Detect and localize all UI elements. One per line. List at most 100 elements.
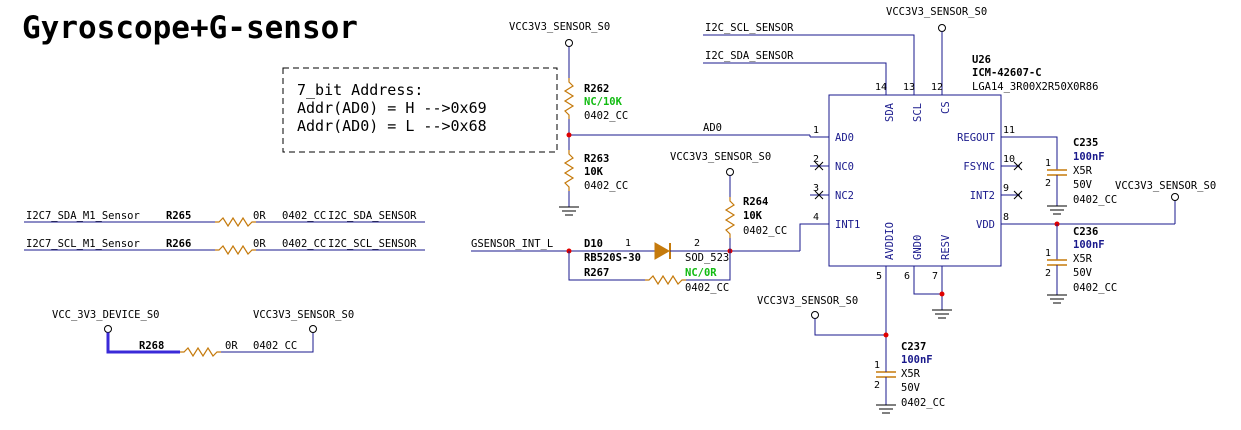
pin-label-nc0: NC0	[835, 161, 854, 173]
pin-label-cs: CS	[940, 101, 952, 114]
resistor-r263-ref: R263	[584, 153, 609, 165]
net-i2c-sda-sensor-left: I2C_SDA_SENSOR	[256, 210, 425, 223]
capacitor-c236-ref: C236	[1073, 226, 1098, 238]
pin-num-resv: 7	[932, 271, 938, 282]
pin-num-vdd: 8	[1003, 212, 1009, 223]
resistor-r264-ref: R264	[743, 196, 768, 208]
resistor-r262-symbol	[563, 78, 575, 119]
capacitor-c235-pin1: 1	[1045, 158, 1051, 169]
power-port-r264: VCC3V3_SENSOR_S0	[670, 151, 771, 197]
net-label-ad0: AD0	[703, 122, 722, 134]
pin-label-avddio: AVDDIO	[884, 222, 896, 260]
ground-symbol-c236	[1047, 294, 1067, 304]
diode-d10-pin1: 1	[625, 238, 631, 249]
junction-avddio	[883, 332, 889, 338]
power-port-icon	[938, 24, 946, 32]
capacitor-c235-pin2: 2	[1045, 178, 1051, 189]
net-i2c-scl-sensor-left: I2C_SCL_SENSOR	[256, 238, 425, 251]
pin-label-nc2: NC2	[835, 190, 854, 202]
power-port-icon	[309, 325, 317, 333]
resistor-r265: R265 0R 0402_CC	[166, 210, 326, 228]
power-label-r264: VCC3V3_SENSOR_S0	[670, 151, 771, 163]
pin-label-gnd0: GND0	[912, 235, 924, 260]
diode-d10-symbol	[654, 242, 671, 260]
diode-d10-part: RB520S-30	[584, 252, 641, 264]
net-label-i2c-scl-sensor-left: I2C_SCL_SENSOR	[328, 238, 417, 250]
capacitor-c237-value: 100nF	[901, 354, 933, 366]
capacitor-c237-pin2: 2	[874, 380, 880, 391]
pin-num-nc2: 3	[813, 183, 819, 194]
resistor-r264-value: 10K	[743, 210, 763, 222]
net-i2c-sda-sensor: I2C_SDA_SENSOR	[703, 50, 887, 78]
no-connect-mark-nc2	[814, 190, 824, 200]
power-port-icon	[811, 311, 819, 319]
address-note-line-3: Addr(AD0) = L -->0x68	[297, 117, 487, 135]
power-label-vdd: VCC3V3_SENSOR_S0	[1115, 180, 1216, 192]
resistor-r266-ref: R266	[166, 238, 191, 250]
capacitor-c236-package: 0402_CC	[1073, 282, 1117, 294]
power-label-vcc-device: VCC_3V3_DEVICE_S0	[52, 309, 159, 321]
resistor-r263-value: 10K	[584, 166, 604, 178]
resistor-r263-package: 0402_CC	[584, 180, 628, 192]
resistor-r266-package: 0402_CC	[282, 238, 326, 250]
capacitor-c237: 1 2 C237 100nF X5R 50V 0402_CC	[874, 341, 945, 409]
pin-num-scl: 13	[903, 82, 915, 93]
no-connect-mark-nc0	[814, 161, 824, 171]
address-note: 7_bit Address: Addr(AD0) = H -->0x69 Add…	[282, 67, 558, 153]
capacitor-c237-ref: C237	[901, 341, 926, 353]
capacitor-c235-package: 0402_CC	[1073, 194, 1117, 206]
ic-u26-body	[828, 94, 1002, 267]
address-note-line-1: 7_bit Address:	[297, 81, 423, 99]
capacitor-c237-voltage: 50V	[901, 382, 921, 394]
capacitor-c236-pin1: 1	[1045, 248, 1051, 259]
pin-label-regout: REGOUT	[957, 132, 996, 144]
resistor-r267-symbol	[645, 274, 686, 286]
resistor-r262-ref: R262	[584, 83, 609, 95]
pin-num-gnd0: 6	[904, 271, 910, 282]
power-port-avddio: VCC3V3_SENSOR_S0	[757, 285, 887, 360]
net-vdd: VCC3V3_SENSOR_S0	[1020, 180, 1216, 227]
net-i2c-scl-sensor: I2C_SCL_SENSOR	[703, 22, 915, 78]
resistor-r267-ref: R267	[584, 267, 609, 279]
capacitor-c236-dielectric: X5R	[1073, 253, 1093, 265]
resistor-r265-symbol	[215, 216, 256, 228]
address-note-line-2: Addr(AD0) = H -->0x69	[297, 99, 487, 117]
pin-num-sda: 14	[875, 82, 887, 93]
resistor-r263: R263 10K 0402_CC	[563, 150, 628, 192]
power-port-icon	[1171, 193, 1179, 201]
resistor-r268-ref: R268	[139, 340, 164, 352]
resistor-r266-symbol	[215, 244, 256, 256]
net-label-i2c-sda-sensor-left: I2C_SDA_SENSOR	[328, 210, 417, 222]
net-i2c7-sda: I2C7_SDA_M1_Sensor	[24, 210, 215, 223]
wire-vcc-device-highlighted	[106, 332, 180, 354]
pin-label-fsync: FSYNC	[963, 161, 995, 173]
resistor-r266-value: 0R	[253, 238, 266, 250]
capacitor-c236-pin2: 2	[1045, 268, 1051, 279]
resistor-r265-value: 0R	[253, 210, 266, 222]
net-label-i2c7-sda: I2C7_SDA_M1_Sensor	[26, 210, 140, 222]
power-port-r262: VCC3V3_SENSOR_S0	[509, 21, 610, 78]
pin-label-vdd: VDD	[976, 219, 995, 231]
pin-num-regout: 11	[1003, 125, 1015, 136]
capacitor-c237-pin1: 1	[874, 360, 880, 371]
pin-num-avddio: 5	[876, 271, 882, 282]
capacitor-c235-ref: C235	[1073, 137, 1098, 149]
capacitor-c236-value: 100nF	[1073, 239, 1105, 251]
net-label-gsensor-int: GSENSOR_INT_L	[471, 238, 553, 250]
power-port-icon	[104, 325, 112, 333]
junction-gnd0-resv	[939, 291, 945, 297]
no-connect-mark-int2	[1013, 190, 1023, 200]
pin-label-scl: SCL	[912, 103, 924, 122]
pin-label-ad0: AD0	[835, 132, 854, 144]
resistor-r262-package: 0402_CC	[584, 110, 628, 122]
power-port-cs: VCC3V3_SENSOR_S0	[886, 6, 987, 78]
pin-label-int1: INT1	[835, 219, 860, 231]
resistor-r263-symbol	[563, 150, 575, 191]
resistor-r267-value: NC/0R	[685, 267, 717, 279]
resistor-r265-ref: R265	[166, 210, 191, 222]
power-label-r262: VCC3V3_SENSOR_S0	[509, 21, 610, 33]
capacitor-c236-voltage: 50V	[1073, 267, 1093, 279]
pin-label-sda: SDA	[884, 102, 896, 122]
power-label-r268-sensor: VCC3V3_SENSOR_S0	[253, 309, 354, 321]
